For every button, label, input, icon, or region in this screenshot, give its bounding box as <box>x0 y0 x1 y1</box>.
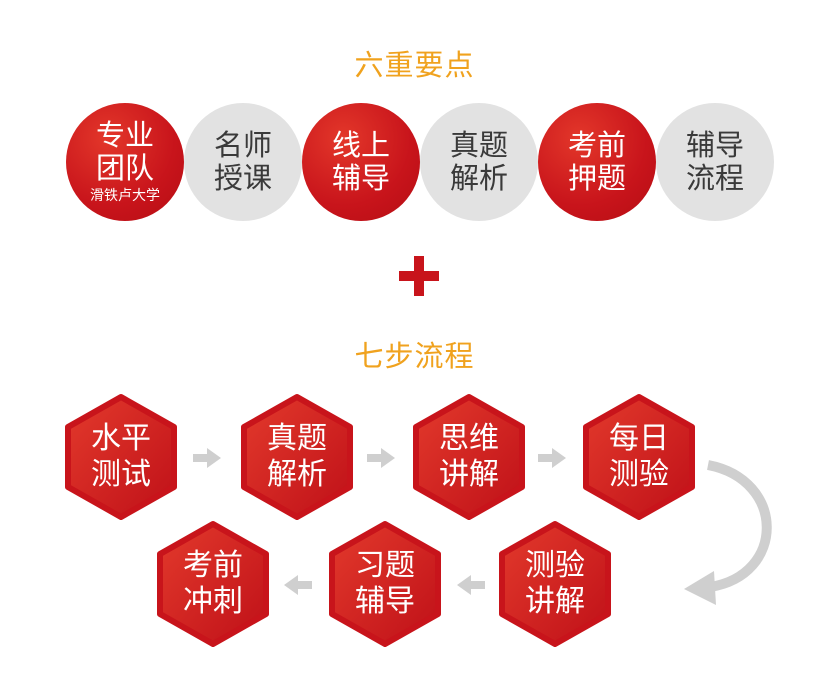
point-1-line-1: 专业 <box>95 118 154 152</box>
step-hexagon-1: 水平 测试 <box>62 393 180 521</box>
step-4-line-1: 每日 <box>609 421 669 456</box>
point-2-line-1: 名师 <box>213 128 272 162</box>
step-6-line-2: 辅导 <box>355 584 415 619</box>
point-1-line-2: 团队 <box>95 151 154 185</box>
step-2-line-1: 真题 <box>267 421 327 456</box>
step-hexagon-6: 习题 辅导 <box>326 520 444 648</box>
plus-icon <box>399 256 439 296</box>
section-title-six-points: 六重要点 <box>354 48 475 82</box>
step-7-line-1: 考前 <box>183 548 243 583</box>
step-1-line-1: 水平 <box>91 421 151 456</box>
step-hexagon-5: 测验 讲解 <box>496 520 614 648</box>
step-hexagon-2: 真题 解析 <box>238 393 356 521</box>
step-hexagon-3: 思维 讲解 <box>410 393 528 521</box>
step-3-line-2: 讲解 <box>439 457 499 492</box>
section-title-seven-steps: 七步流程 <box>354 339 475 373</box>
step-hexagon-7: 考前 冲刺 <box>154 520 272 648</box>
arrow-left-icon <box>457 575 485 595</box>
point-circle-4: 真题 解析 <box>420 103 538 221</box>
point-6-line-2: 流程 <box>685 161 744 195</box>
point-6-line-1: 辅导 <box>685 128 744 162</box>
point-circle-1: 专业 团队 滑铁卢大学 <box>66 103 184 221</box>
step-6-line-1: 习题 <box>355 548 415 583</box>
point-3-line-1: 线上 <box>331 128 390 162</box>
point-circle-2: 名师 授课 <box>184 103 302 221</box>
step-4-line-2: 测验 <box>609 457 669 492</box>
step-1-line-2: 测试 <box>91 457 151 492</box>
point-circle-3: 线上 辅导 <box>302 103 420 221</box>
arrow-right-icon <box>367 448 395 468</box>
arrow-right-icon <box>193 448 221 468</box>
step-3-line-1: 思维 <box>439 421 499 456</box>
point-circle-6: 辅导 流程 <box>656 103 774 221</box>
point-4-line-2: 解析 <box>449 161 508 195</box>
arrow-right-icon <box>538 448 566 468</box>
step-5-line-2: 讲解 <box>525 584 585 619</box>
curved-arrow-icon <box>684 460 772 605</box>
point-4-line-1: 真题 <box>449 128 508 162</box>
point-2-line-2: 授课 <box>213 161 272 195</box>
step-hexagon-4: 每日 测验 <box>580 393 698 521</box>
point-3-line-2: 辅导 <box>331 161 390 195</box>
step-7-line-2: 冲刺 <box>183 584 243 619</box>
arrow-left-icon <box>284 575 312 595</box>
point-circle-5: 考前 押题 <box>538 103 656 221</box>
step-5-line-1: 测验 <box>525 548 585 583</box>
point-1-subtitle: 滑铁卢大学 <box>90 188 160 204</box>
point-5-line-2: 押题 <box>567 161 626 195</box>
point-5-line-1: 考前 <box>567 128 626 162</box>
step-2-line-2: 解析 <box>267 457 327 492</box>
